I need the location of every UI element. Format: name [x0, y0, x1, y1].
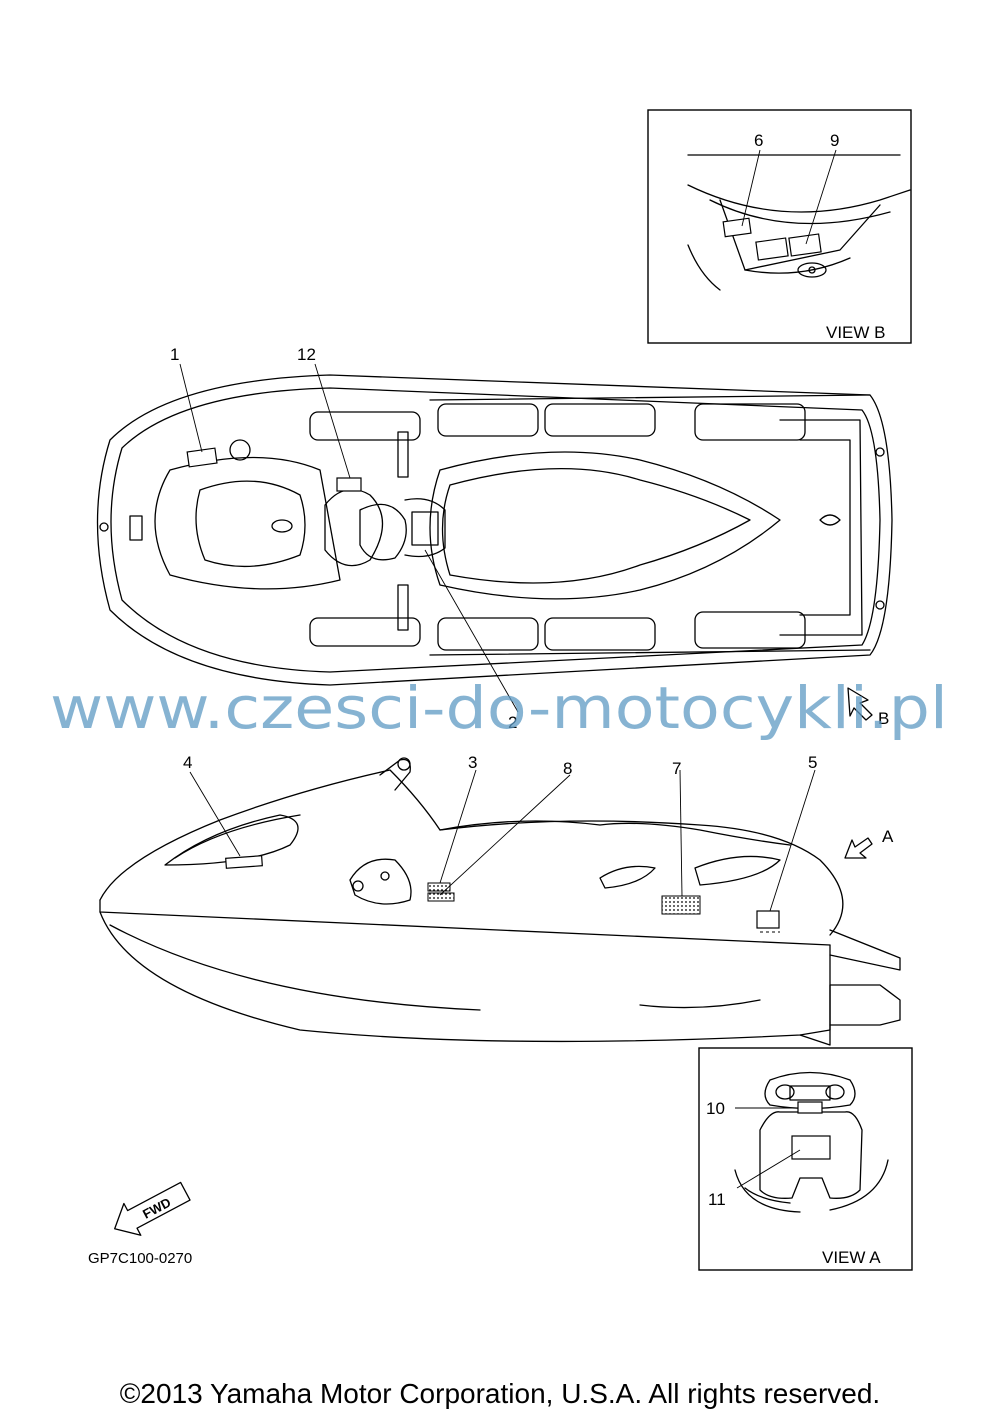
- callout-11: 11: [708, 1190, 726, 1209]
- fwd-arrow-icon: FWD: [114, 1181, 191, 1236]
- view-a-arrow-icon: [844, 837, 873, 859]
- side-view-hull: 4 3 8 7 5 A: [99, 753, 901, 1046]
- view-b-arrow-icon: [847, 687, 873, 721]
- copyright-notice: ©2013 Yamaha Motor Corporation, U.S.A. A…: [119, 1378, 881, 1409]
- view-a-inset: 10 11 VIEW A: [698, 1047, 913, 1271]
- callout-6: 6: [754, 131, 763, 150]
- top-view-hull: 1 12 2 B: [96, 345, 893, 732]
- callout-9: 9: [830, 131, 839, 150]
- diagram-code: GP7C100-0270: [88, 1250, 192, 1267]
- callout-3: 3: [468, 753, 477, 772]
- view-b-inset: 6 9 VIEW B: [647, 109, 912, 344]
- arrow-b-label: B: [878, 709, 889, 728]
- callout-5: 5: [808, 753, 817, 772]
- arrow-a-label: A: [882, 827, 894, 846]
- watermark: www.czesci-do-motocykli.pl: [50, 674, 948, 742]
- callout-1: 1: [170, 345, 179, 364]
- callout-8: 8: [563, 759, 572, 778]
- callout-4: 4: [183, 753, 192, 772]
- callout-10: 10: [706, 1099, 725, 1118]
- view-b-label: VIEW B: [826, 323, 886, 342]
- view-a-label: VIEW A: [822, 1248, 881, 1267]
- callout-7: 7: [672, 759, 681, 778]
- callout-12: 12: [297, 345, 316, 364]
- callout-2: 2: [508, 713, 517, 732]
